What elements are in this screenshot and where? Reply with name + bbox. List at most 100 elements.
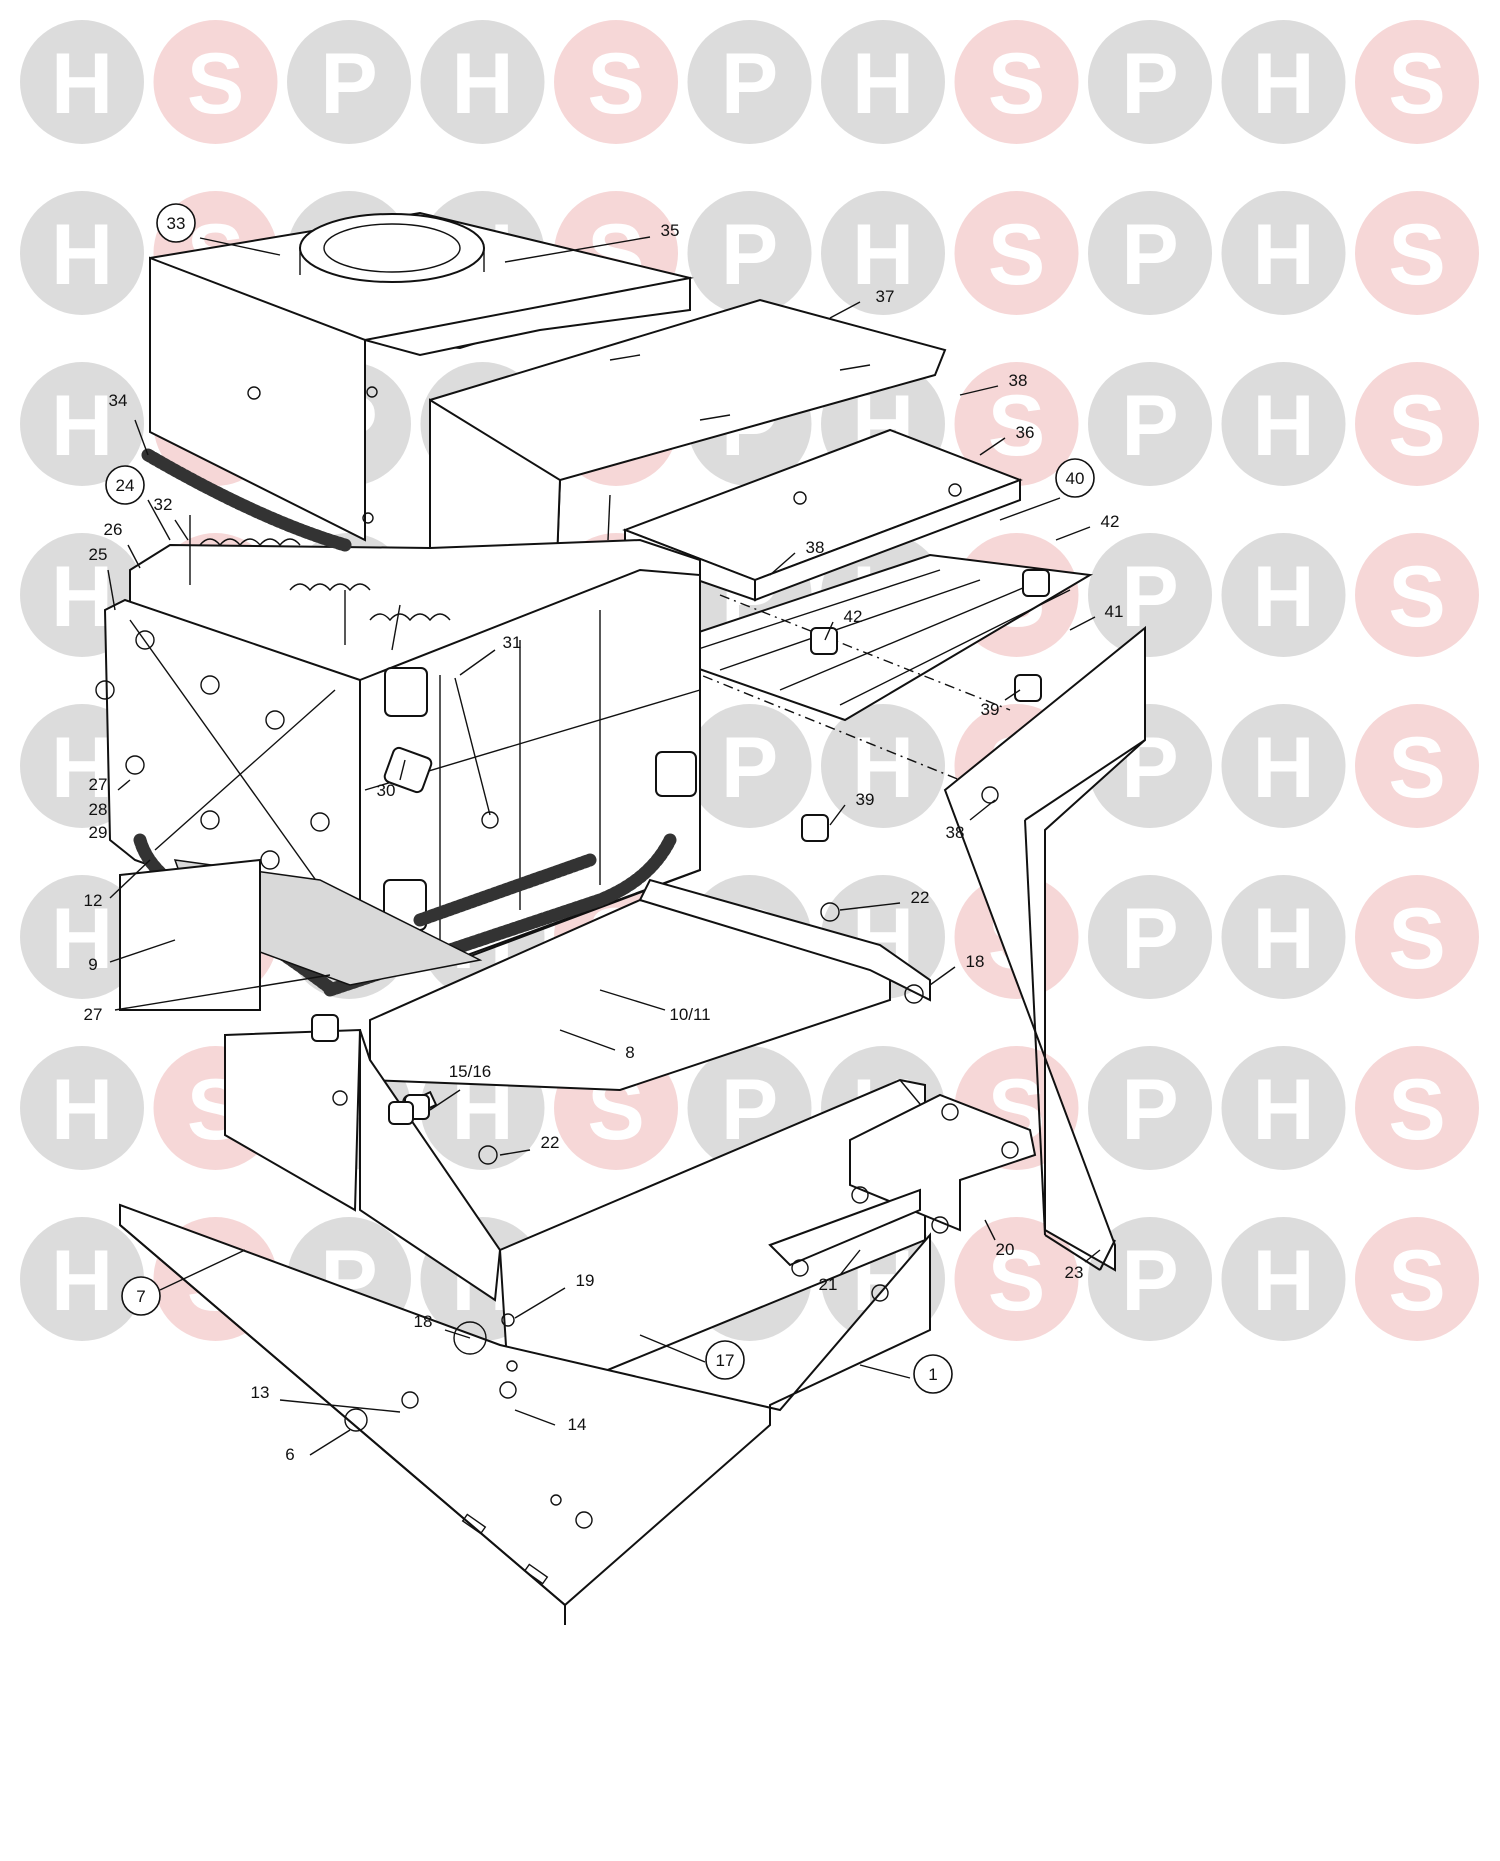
part-number-42: 42	[844, 607, 863, 626]
watermark-circle	[420, 20, 545, 144]
watermark-circle	[1088, 1217, 1212, 1341]
watermark-circle	[1221, 704, 1346, 828]
burner-rail	[539, 553, 1094, 781]
leader-line	[969, 799, 996, 821]
watermark-letter: P	[721, 207, 778, 303]
part-number-18: 18	[414, 1312, 433, 1331]
leader-lines	[107, 236, 1101, 1456]
watermark-letter: P	[721, 36, 778, 132]
part-number-27: 27	[84, 1005, 103, 1024]
part-number-39: 39	[981, 700, 1000, 719]
watermark-circle	[153, 20, 278, 144]
watermark-letter: H	[852, 36, 914, 132]
leader-line	[429, 1089, 461, 1111]
leader-line	[514, 1409, 556, 1426]
callout-circle	[913, 1354, 953, 1394]
leader-line	[1069, 616, 1096, 631]
watermark-letter: S	[1388, 549, 1445, 645]
part-number-17: 17	[716, 1351, 735, 1370]
watermark-letter: H	[1252, 378, 1314, 474]
watermark-circle	[554, 20, 678, 144]
watermark-letter: S	[988, 378, 1045, 474]
leader-line	[117, 779, 131, 791]
watermark-letter: H	[852, 720, 914, 816]
watermark-letter: H	[51, 891, 113, 987]
watermark-letter: S	[1388, 1233, 1445, 1329]
part-number-34: 34	[109, 391, 128, 410]
part-number-19: 19	[576, 1271, 595, 1290]
leader-line	[1084, 1249, 1101, 1263]
part-number-36: 36	[1016, 423, 1035, 442]
watermark-circle	[20, 875, 144, 999]
part-number-12: 12	[84, 891, 103, 910]
leader-line	[107, 569, 116, 611]
part-number-33: 33	[167, 214, 186, 233]
flue-hood	[149, 211, 694, 542]
watermark-circle	[1221, 1046, 1346, 1170]
leader-line	[929, 966, 956, 986]
bracket	[849, 1093, 1037, 1234]
watermark-letter: P	[1121, 549, 1178, 645]
leader-line	[829, 301, 861, 319]
part-number-22: 22	[911, 888, 930, 907]
watermark-letter: S	[187, 36, 244, 132]
watermark-letter: H	[51, 378, 113, 474]
part-number-14: 14	[568, 1415, 587, 1434]
leader-line	[199, 237, 281, 256]
leader-line	[279, 1399, 401, 1413]
part-number-21: 21	[819, 1275, 838, 1294]
watermark-letter: H	[51, 207, 113, 303]
leader-line	[1004, 689, 1021, 701]
part-number-30: 30	[377, 781, 396, 800]
part-number-37: 37	[876, 287, 895, 306]
watermark-circle	[821, 20, 945, 144]
watermark-circle	[1355, 704, 1479, 828]
heat-exchanger	[95, 538, 701, 967]
watermark-circle	[1355, 1046, 1479, 1170]
watermark-letter: H	[51, 720, 113, 816]
watermark-letter: P	[1121, 207, 1178, 303]
leader-line	[979, 437, 1006, 456]
leader-line	[999, 497, 1061, 521]
part-number-1: 1	[928, 1365, 937, 1384]
watermark-letter: H	[1252, 720, 1314, 816]
leader-line	[147, 499, 171, 541]
watermark-letter: H	[1252, 1233, 1314, 1329]
part-number-38: 38	[806, 538, 825, 557]
callout-circle	[156, 203, 196, 243]
watermark-circle	[20, 362, 144, 486]
part-number-32: 32	[154, 495, 173, 514]
watermark-circle	[954, 1217, 1079, 1341]
watermark-letter: H	[51, 549, 113, 645]
watermark-letter: S	[1388, 891, 1445, 987]
fasteners	[189, 494, 1050, 1529]
leader-line	[459, 649, 496, 676]
leader-line	[159, 1249, 246, 1291]
part-number-6: 6	[285, 1445, 294, 1464]
watermark-circle	[1088, 875, 1212, 999]
boiler-assembly-drawing	[95, 211, 1146, 1625]
leader-line	[599, 989, 666, 1011]
watermark-letter: H	[451, 36, 513, 132]
watermark-letter: P	[1121, 378, 1178, 474]
watermark-circle	[1088, 20, 1212, 144]
watermark-letter: S	[1388, 378, 1445, 474]
leader-line	[444, 1329, 471, 1339]
watermark-letter: P	[721, 720, 778, 816]
watermark-circle	[687, 704, 812, 828]
watermark-letter: S	[587, 36, 644, 132]
watermark-letter: S	[988, 207, 1045, 303]
watermark-letter: S	[1388, 720, 1445, 816]
watermark-circle	[287, 20, 411, 144]
leader-line	[1055, 526, 1091, 541]
leader-line	[127, 544, 141, 569]
callout-circle	[105, 465, 145, 505]
leader-line	[504, 236, 651, 263]
part-number-39: 39	[856, 790, 875, 809]
watermark-circle	[1088, 362, 1212, 486]
watermark-circle	[1355, 20, 1479, 144]
watermark-letter: P	[320, 36, 377, 132]
leader-line	[859, 1364, 911, 1379]
watermark-letter: H	[1252, 891, 1314, 987]
